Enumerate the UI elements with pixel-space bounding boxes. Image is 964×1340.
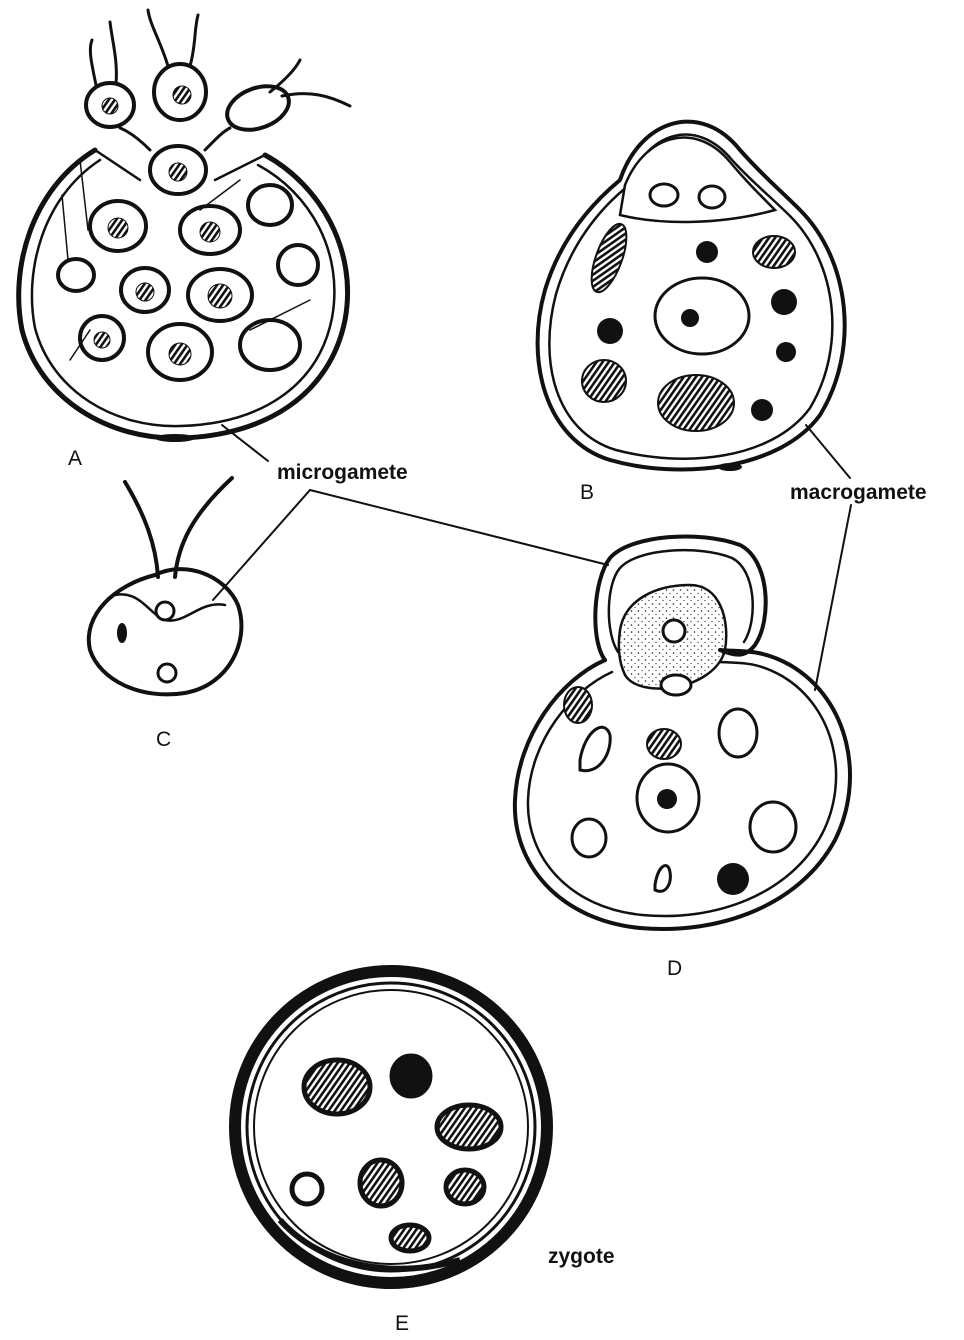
- figure-b-macrogamete: [538, 122, 845, 471]
- released-microgametes: [86, 10, 350, 194]
- figure-e-zygote: [235, 971, 547, 1283]
- figure-a-microgametangium: [19, 10, 350, 442]
- figure-d-fertilization: [515, 536, 850, 929]
- leader-macrogamete-d: [815, 505, 851, 690]
- leader-microgamete-c: [213, 490, 310, 600]
- label-microgamete: microgamete: [277, 461, 408, 484]
- label-zygote: zygote: [548, 1245, 615, 1268]
- leader-microgamete-d: [310, 490, 608, 565]
- label-a: A: [68, 447, 82, 470]
- leader-microgamete-a: [222, 425, 268, 461]
- figure-c-microgamete: [89, 478, 242, 694]
- leader-macrogamete-b: [806, 425, 850, 478]
- label-d: D: [667, 957, 682, 980]
- label-b: B: [580, 481, 594, 504]
- label-e: E: [395, 1312, 409, 1335]
- label-macrogamete: macrogamete: [790, 481, 927, 504]
- label-c: C: [156, 728, 171, 751]
